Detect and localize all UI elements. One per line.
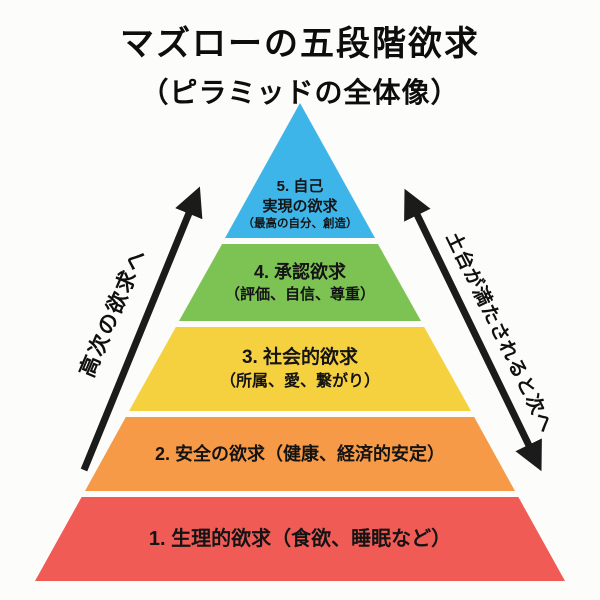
pyramid-level-5-self-actualization: 5. 自己 実現の欲求 （最高の自分、創造）	[225, 103, 375, 238]
pyramid-level-2-safety: 2. 安全の欲求（健康、経済的安定）	[85, 417, 515, 491]
level-5-line-1: 5. 自己	[276, 177, 324, 195]
level-4-line-1: 4. 承認欲求	[253, 262, 346, 283]
level-5-line-2: 実現の欲求	[262, 198, 338, 216]
level-3-line-1: 3. 社会的欲求	[241, 347, 359, 369]
level-1-line-1: 1. 生理的欲求（食欲、睡眠など）	[148, 527, 452, 550]
pyramid-level-4-esteem: 4. 承認欲求 （評価、自信、尊重）	[179, 244, 421, 321]
pyramid-level-1-physiological: 1. 生理的欲求（食欲、睡眠など）	[35, 497, 565, 581]
page-title: マズローの五段階欲求	[120, 25, 480, 63]
level-2-line-1: 2. 安全の欲求（健康、経済的安定）	[154, 443, 445, 464]
page-subtitle: （ピラミッドの全体像）	[140, 77, 460, 108]
pyramid-level-3-social: 3. 社会的欲求 （所属、愛、繋がり）	[129, 327, 471, 411]
level-4-line-2: （評価、自信、尊重）	[224, 285, 375, 303]
header: マズローの五段階欲求 （ピラミッドの全体像）	[0, 16, 600, 111]
level-5-line-3: （最高の自分、創造）	[242, 218, 358, 231]
maslow-pyramid: 5. 自己 実現の欲求 （最高の自分、創造） 4. 承認欲求 （評価、自信、尊重…	[35, 103, 565, 581]
level-3-line-2: （所属、愛、繋がり）	[219, 373, 380, 391]
